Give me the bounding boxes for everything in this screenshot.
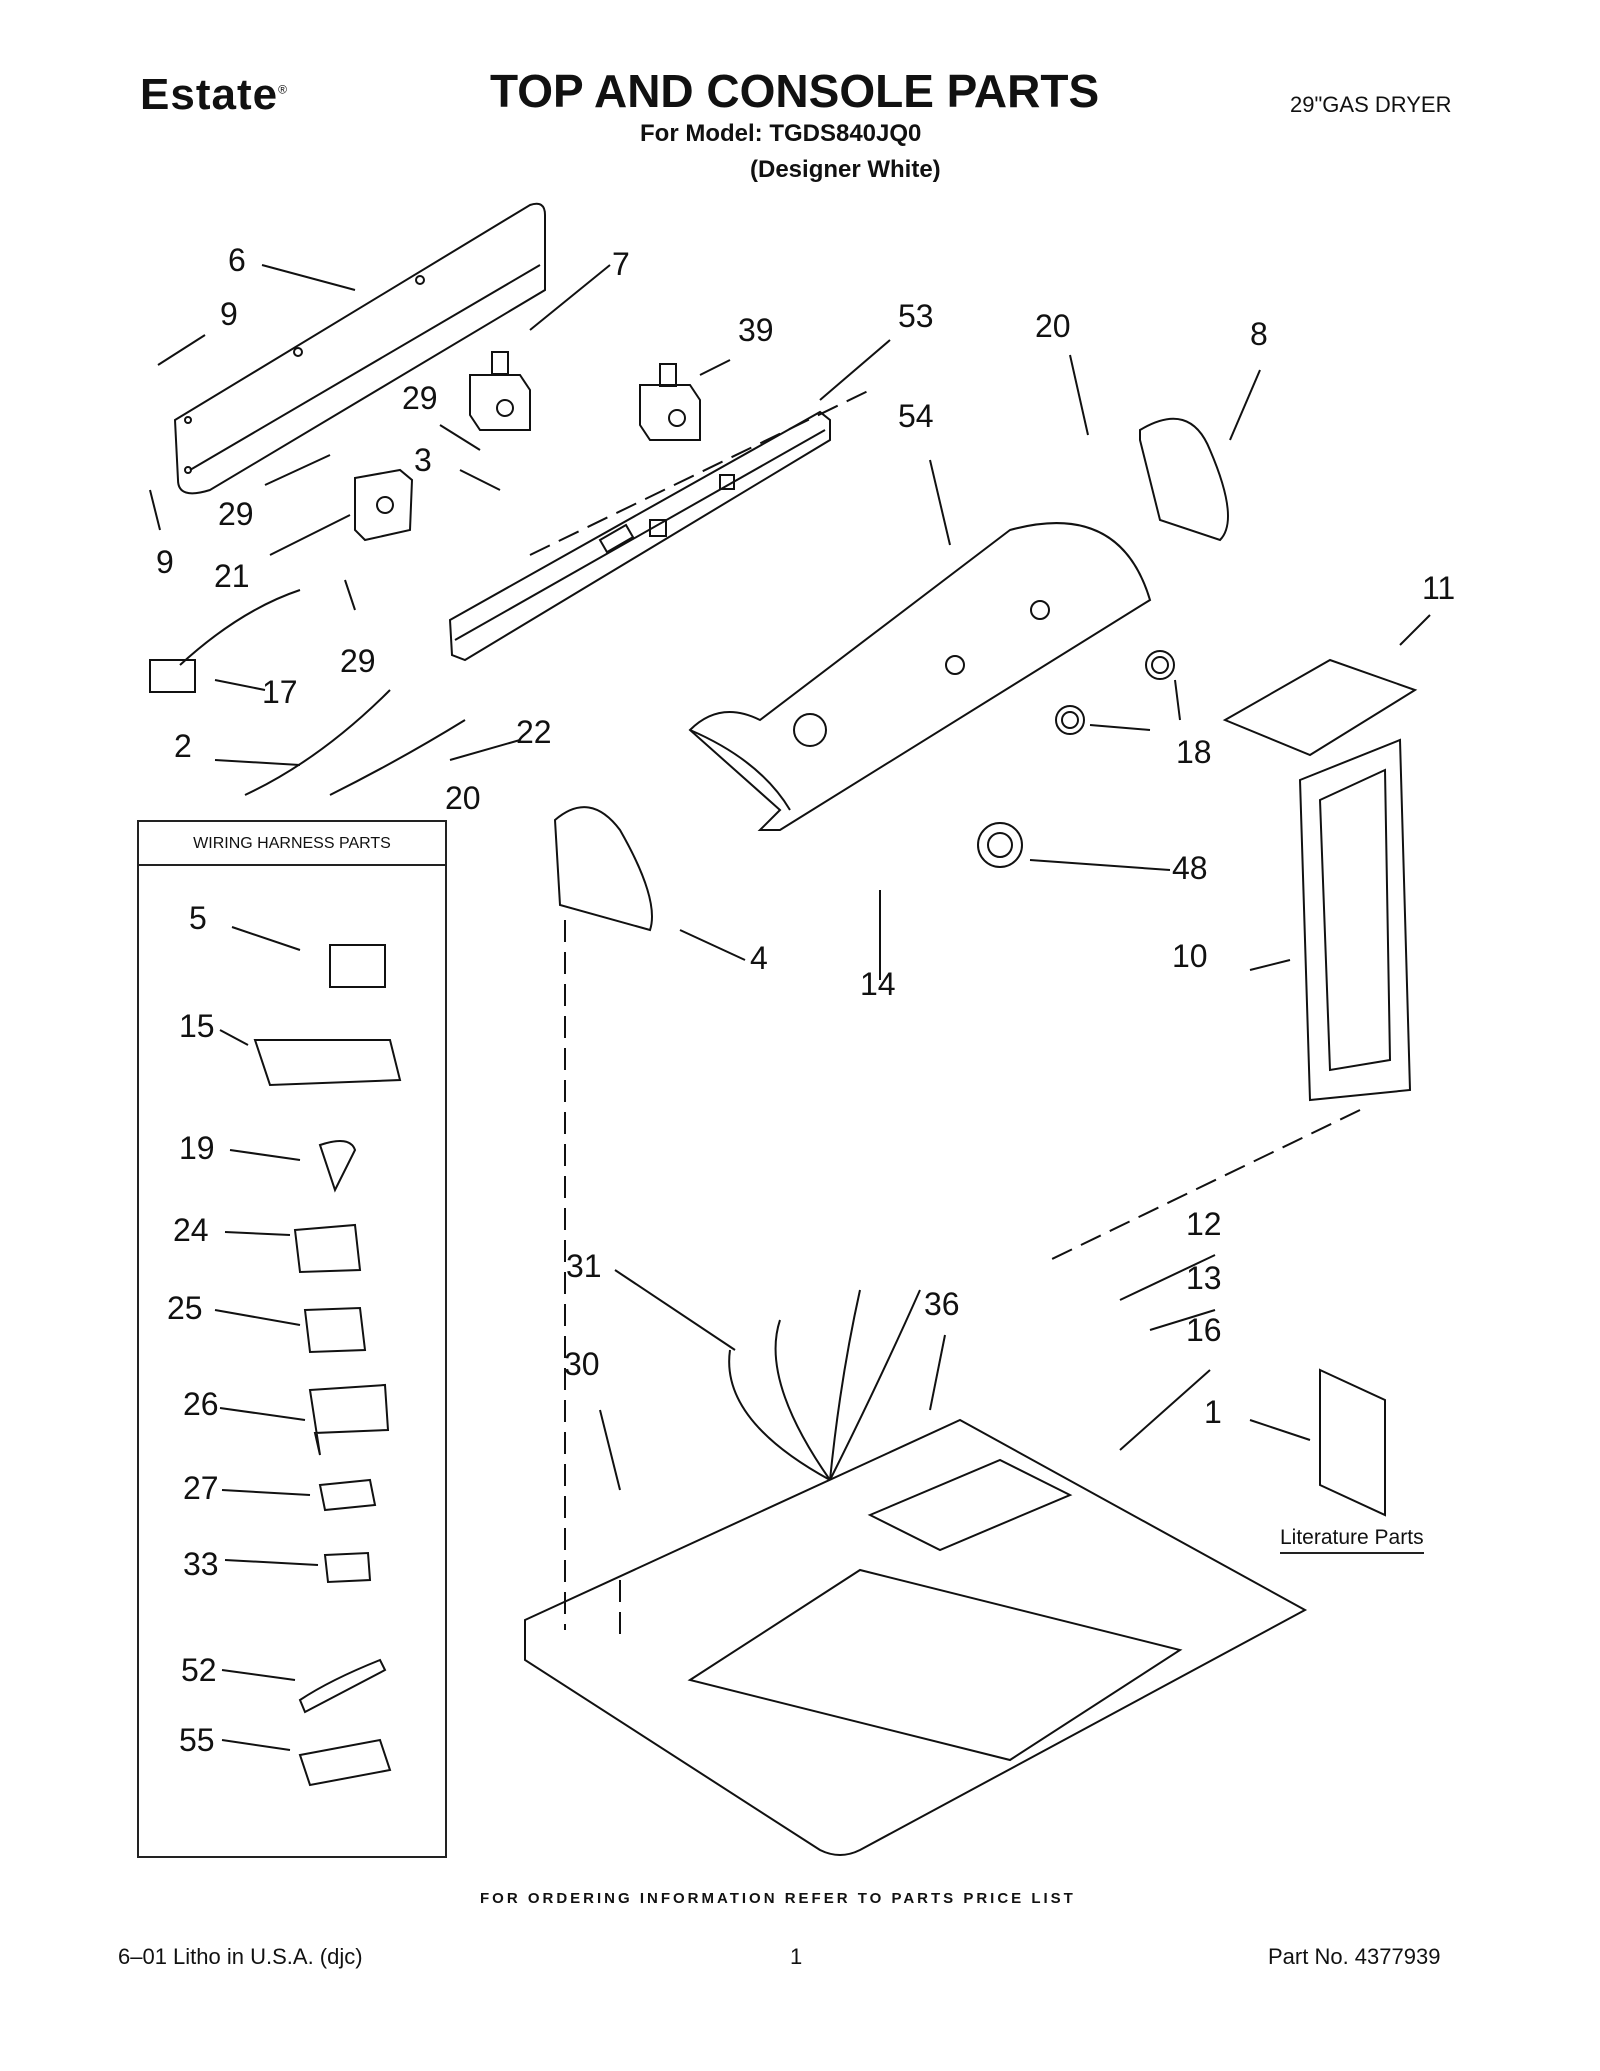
callout-11: 11 xyxy=(1422,570,1456,606)
callout-29-c: 29 xyxy=(340,643,376,679)
callout-14: 14 xyxy=(860,966,896,1002)
part-number: Part No. 4377939 xyxy=(1268,1944,1441,1969)
harness-callout-15: 15 xyxy=(179,1008,215,1044)
harness-callout-52: 52 xyxy=(181,1652,217,1688)
harness-callout-24: 24 xyxy=(173,1212,209,1248)
callout-18: 18 xyxy=(1176,734,1212,770)
lint-screen-shape xyxy=(1222,658,1418,757)
callout-9-top: 9 xyxy=(220,296,238,332)
harness-callout-26: 26 xyxy=(183,1386,219,1422)
callout-20-bottom: 20 xyxy=(445,780,481,816)
end-cap-right-shape xyxy=(1139,417,1229,542)
harness-callout-25: 25 xyxy=(167,1290,203,1326)
back-panel-shape xyxy=(173,202,546,495)
callout-21: 21 xyxy=(214,558,250,594)
callout-10: 10 xyxy=(1172,938,1208,974)
model-line: For Model: TGDS840JQ0 xyxy=(640,120,922,147)
harness-parts-drawings xyxy=(253,944,402,1787)
leader-arrows xyxy=(149,264,1431,1491)
litho-info: 6–01 Litho in U.S.A. (djc) xyxy=(118,1944,363,1969)
switch-shape xyxy=(639,384,701,441)
callout-17: 17 xyxy=(262,674,298,710)
callout-2: 2 xyxy=(174,728,192,764)
callout-8: 8 xyxy=(1250,316,1268,352)
harness-callout-27: 27 xyxy=(183,1470,219,1506)
callout-53: 53 xyxy=(898,298,934,334)
harness-leader-arrows xyxy=(214,926,319,1751)
harness-box-title: WIRING HARNESS PARTS xyxy=(139,822,445,866)
callout-29-a: 29 xyxy=(402,380,438,416)
callout-31: 31 xyxy=(566,1248,602,1284)
callout-9-bottom: 9 xyxy=(156,544,174,580)
page-number: 1 xyxy=(790,1944,803,1969)
callout-13: 13 xyxy=(1186,1260,1222,1296)
end-cap-left-shape xyxy=(553,806,653,932)
harness-callout-19: 19 xyxy=(179,1130,215,1166)
callout-54: 54 xyxy=(898,398,934,434)
page-title: TOP AND CONSOLE PARTS xyxy=(490,65,1100,117)
callout-29-b: 29 xyxy=(218,496,254,532)
callout-39: 39 xyxy=(738,312,774,348)
callout-48: 48 xyxy=(1172,850,1208,886)
callout-7: 7 xyxy=(612,246,630,282)
callout-4: 4 xyxy=(750,940,768,976)
callout-3: 3 xyxy=(414,442,432,478)
callout-20-top: 20 xyxy=(1035,308,1071,344)
top-cover-shape xyxy=(524,1418,1308,1856)
harness-callout-5: 5 xyxy=(189,900,207,936)
product-type: 29"GAS DRYER xyxy=(1290,92,1452,117)
harness-callout-55: 55 xyxy=(179,1722,215,1758)
console-housing-shape xyxy=(688,522,1152,831)
literature-parts-label: Literature Parts xyxy=(1280,1526,1424,1554)
registered-mark: ® xyxy=(278,82,288,97)
color-line: (Designer White) xyxy=(750,156,941,183)
callout-22: 22 xyxy=(516,714,552,750)
timer-shape xyxy=(469,374,531,431)
brand-name: Estate xyxy=(140,70,279,119)
harness-callout-33: 33 xyxy=(183,1546,219,1582)
callout-16: 16 xyxy=(1186,1312,1222,1348)
selector-shape xyxy=(354,468,414,542)
callout-36: 36 xyxy=(924,1286,960,1322)
callout-30: 30 xyxy=(564,1346,600,1382)
callout-1: 1 xyxy=(1204,1394,1222,1430)
ordering-info: FOR ORDERING INFORMATION REFER TO PARTS … xyxy=(480,1890,1076,1907)
literature-shape xyxy=(1319,1368,1386,1517)
console-bracket-shape xyxy=(448,410,831,662)
wiring-harness-box: WIRING HARNESS PARTS 5 15 19 24 25 26 27… xyxy=(137,820,447,1858)
callout-6: 6 xyxy=(228,242,246,278)
lint-housing-shape xyxy=(1298,738,1412,1102)
callout-12: 12 xyxy=(1186,1206,1222,1242)
brand-logo: Estate® xyxy=(140,70,288,120)
